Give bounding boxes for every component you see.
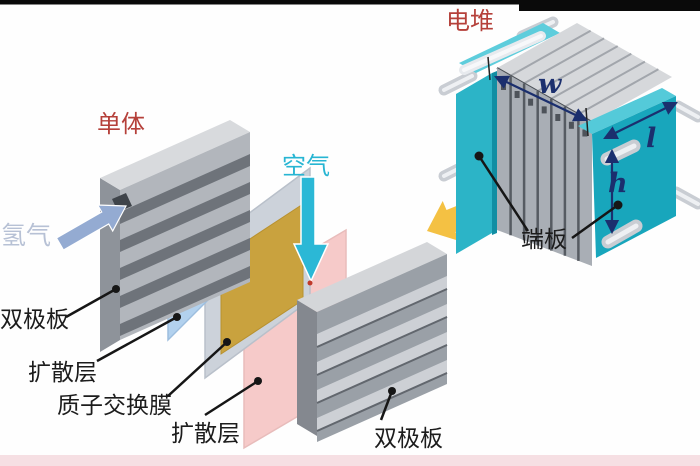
ridge-shadow <box>316 372 448 432</box>
callout-diffusion-lower <box>204 379 259 417</box>
tie-rod-highlight <box>676 104 700 119</box>
callout-endplate-left <box>477 155 530 232</box>
bipolar-plate-left <box>100 120 250 352</box>
single-cell-group <box>55 120 448 450</box>
right-plate-channel-ridge <box>317 360 447 430</box>
diffusion-layer-lower-label: 扩散层 <box>171 420 240 446</box>
callout-bipolar-right <box>379 390 394 421</box>
right-plate-channel-ridge <box>317 276 447 346</box>
callout-membrane <box>167 341 228 397</box>
w-dimension-arrow <box>494 75 588 122</box>
left-plate-channel-slot <box>120 238 250 308</box>
ridge-shadow <box>316 288 448 348</box>
stack-label: 电堆 <box>446 8 494 35</box>
tie-rod-highlight <box>674 190 700 206</box>
l-dimension-arrow <box>603 101 678 140</box>
edge-rod-highlight <box>462 34 543 72</box>
bipolar-plate-right <box>297 242 448 442</box>
callout-dot <box>613 200 623 210</box>
height-dim-label: h <box>608 168 628 199</box>
callout-dot <box>112 285 120 293</box>
top-bar-thin <box>0 0 700 5</box>
callout-dot <box>388 387 396 395</box>
right-plate-channel-ridge <box>317 304 447 374</box>
right-plate-top-face <box>297 242 447 312</box>
callouts <box>65 151 623 421</box>
bipolar-plate-right-label: 双极板 <box>374 425 443 451</box>
hydrogen-label: 氢气 <box>1 222 51 250</box>
callout-diffusion-upper <box>96 315 178 363</box>
single-cell-label: 单体 <box>97 111 145 138</box>
callout-dot <box>254 377 262 385</box>
ridge-shadow <box>316 344 448 404</box>
callout-bipolar-left <box>65 287 117 319</box>
callout-dot <box>223 338 231 346</box>
membrane-label: 质子交换膜 <box>57 392 172 418</box>
ridge-shadow <box>316 316 448 376</box>
dimension-arrows <box>487 56 678 235</box>
end-plate-left-outer-face <box>456 73 492 254</box>
red-dot <box>307 280 313 286</box>
left-plate-channel-slot <box>120 266 250 336</box>
right-plate-side-face <box>297 300 317 436</box>
callout-dot <box>173 313 181 321</box>
stack-top-face <box>497 23 672 122</box>
hydrogen-flow-arrow <box>55 204 127 251</box>
width-dim-label: w <box>538 69 563 100</box>
air-flow-arrow <box>292 176 330 283</box>
diffusion-layer-upper-label: 扩散层 <box>28 359 97 385</box>
tie-rod-highlight <box>442 74 474 92</box>
left-plate-channel-slot <box>120 154 250 224</box>
left-plate-channel-slot <box>120 182 250 252</box>
bottom-strip <box>0 455 700 466</box>
right-plate-channel-ridge <box>317 332 447 402</box>
left-plate-top-face <box>100 120 250 190</box>
top-bar-thick <box>519 0 700 11</box>
end-plate-label: 端板 <box>521 226 567 252</box>
bipolar-plate-left-label: 双极板 <box>0 306 69 332</box>
callout-dot <box>474 151 484 161</box>
length-dim-label: l <box>646 123 656 154</box>
stack-group <box>438 16 700 266</box>
w-tick-left <box>487 56 491 81</box>
callout-endplate-right <box>571 203 619 240</box>
air-label: 空气 <box>282 153 330 180</box>
end-plate-left-edge <box>492 71 497 235</box>
tie-rod-highlight <box>605 223 639 245</box>
left-plate-channel-slot <box>120 210 250 280</box>
